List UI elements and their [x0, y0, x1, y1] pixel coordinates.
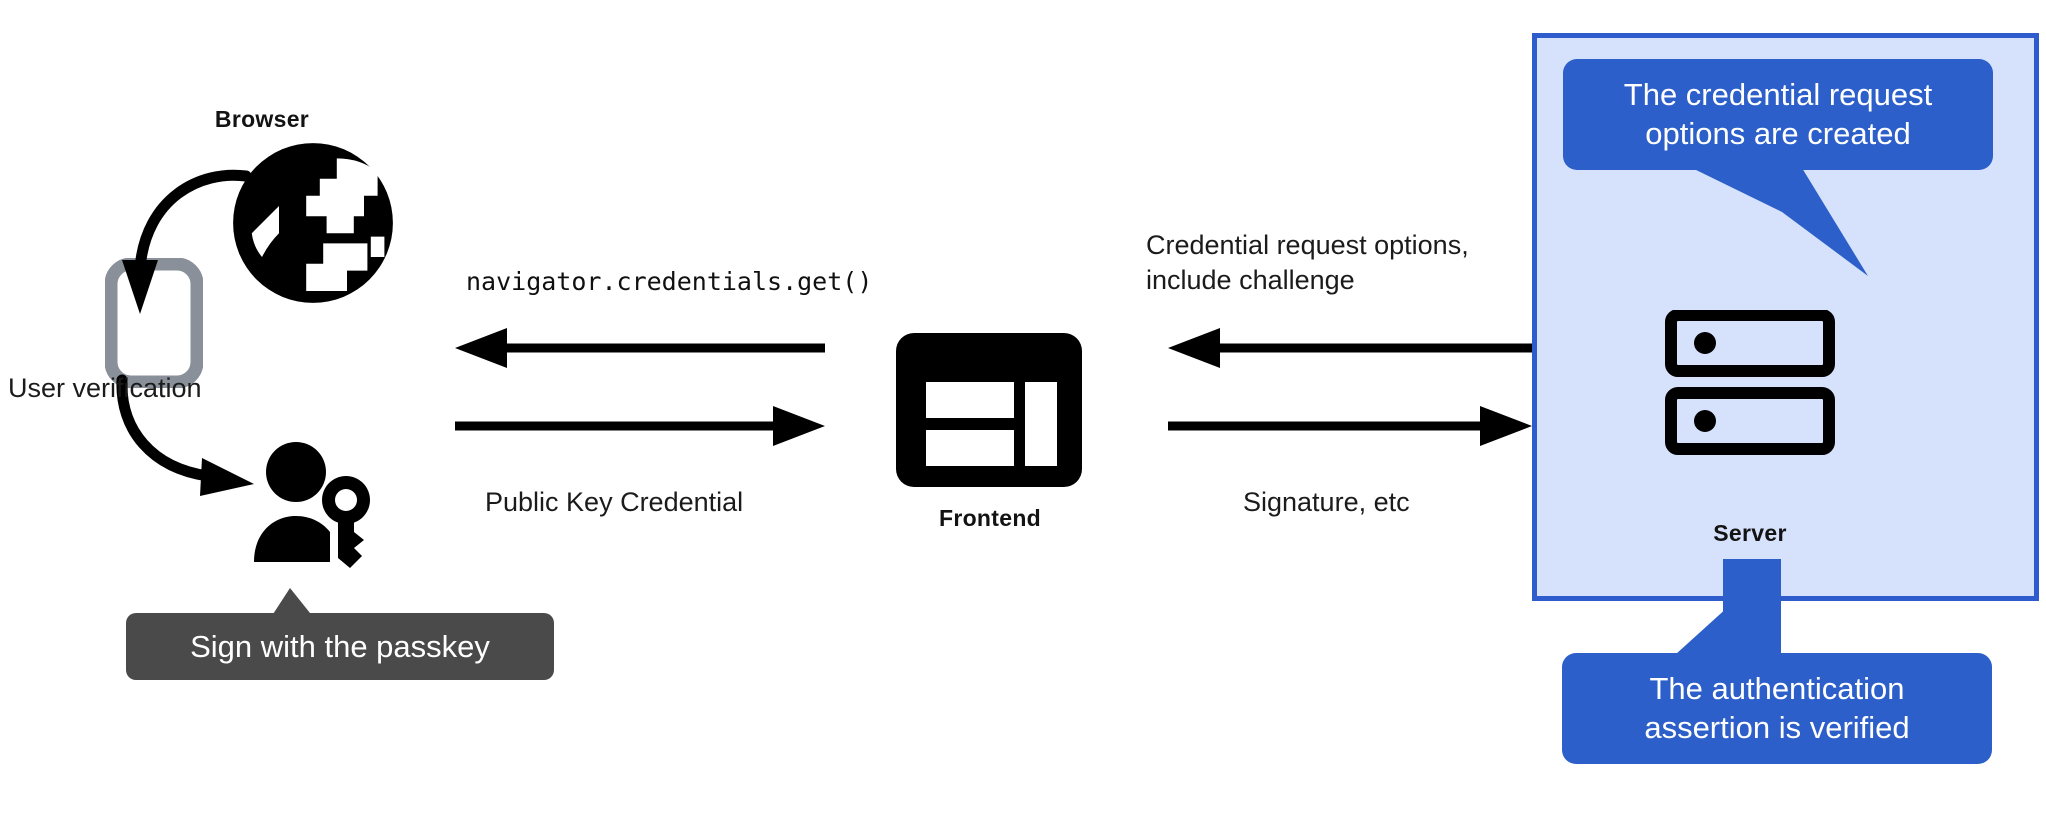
frontend-label: Frontend [938, 505, 1042, 531]
browser-to-phone-arrow [122, 169, 252, 314]
server-to-frontend-arrow [1168, 328, 1532, 368]
server-label: Server [1713, 520, 1787, 546]
person-with-key-icon [254, 442, 370, 568]
public-key-credential-label: Public Key Credential [485, 487, 744, 517]
user-verification-label: User verification [8, 373, 202, 403]
frontend-to-browser-arrow [455, 328, 825, 368]
phone-to-user-arrow [116, 374, 254, 496]
server-racks-icon [1665, 310, 1835, 455]
browser-label: Browser [214, 106, 310, 132]
frontend-to-server-arrow [1168, 406, 1532, 446]
frontend-layout-icon [896, 333, 1082, 487]
sign-with-passkey-callout: Sign with the passkey [126, 613, 554, 681]
globe-icon [233, 143, 393, 303]
options-created-callout: The credential request options are creat… [1563, 59, 1993, 170]
credential-request-options-label: Credential request options, include chal… [1146, 230, 1469, 295]
browser-to-frontend-arrow [455, 406, 825, 446]
navigator-get-label: navigator.credentials.get() [466, 267, 873, 296]
assertion-verified-callout: The authentication assertion is verified [1562, 653, 1992, 764]
signature-etc-label: Signature, etc [1243, 487, 1410, 517]
